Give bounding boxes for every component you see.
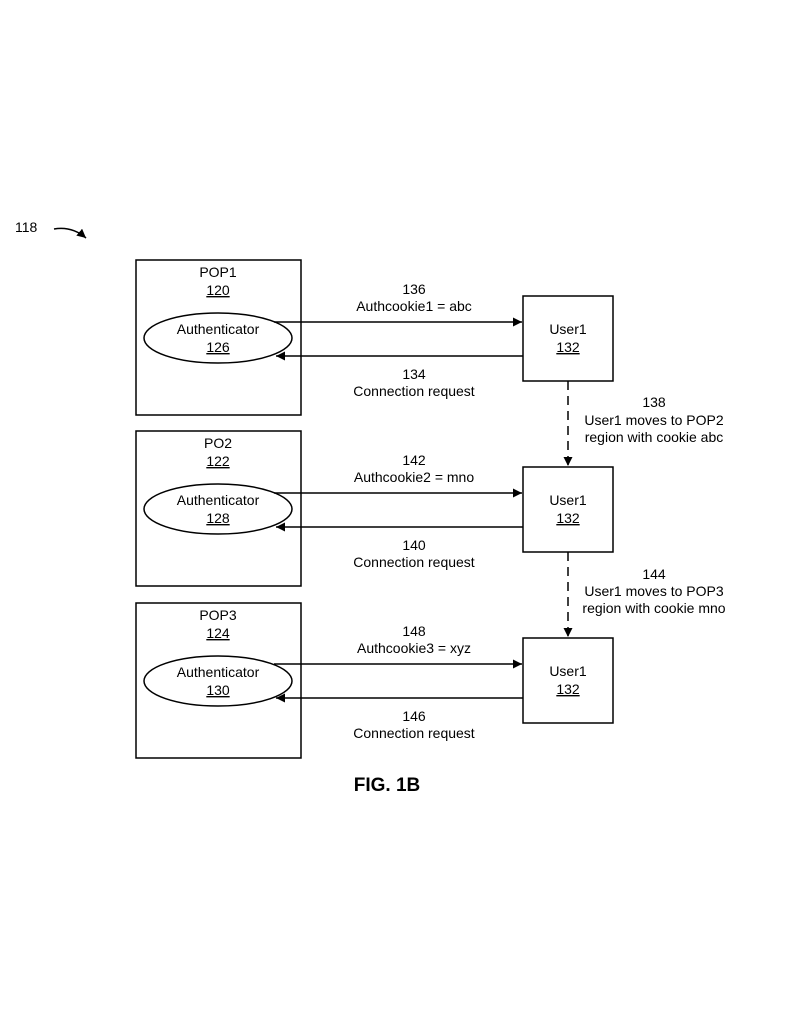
authenticator-128-label: Authenticator [177,492,260,508]
cookie-arrow-ref-142: 142 [402,452,426,468]
pop3-block: POP3 124 Authenticator 130 [135,602,302,759]
authenticator-128-ellipse [143,483,293,535]
authenticator-130-ellipse [143,655,293,707]
user1-box-3 [522,637,614,724]
move-line2-138: region with cookie abc [585,429,724,445]
figure-ref-arrow [53,227,87,239]
move-ref-144: 144 [642,566,666,582]
user-block-3: User1 132 [522,637,614,724]
cookie-arrow-ref-136: 136 [402,281,426,297]
authenticator-126-ref: 126 [206,339,230,355]
authenticator-130-ref: 130 [206,682,230,698]
pop2-title: PO2 [204,435,232,451]
authenticator-126-label: Authenticator [177,321,260,337]
user-block-1: User1 132 [522,295,614,382]
pop1-ref: 120 [206,282,230,298]
user-block-2: User1 132 [522,466,614,553]
user1-label-2: User1 [549,492,587,508]
user1-ref-3: 132 [556,681,580,697]
request-arrow-ref-134: 134 [402,366,426,382]
user1-ref-2: 132 [556,510,580,526]
cookie-arrow-ref-148: 148 [402,623,426,639]
request-arrow-text-134: Connection request [353,383,475,399]
pop1-title: POP1 [199,264,237,280]
authenticator-128-ref: 128 [206,510,230,526]
user1-ref-1: 132 [556,339,580,355]
request-arrow-ref-140: 140 [402,537,426,553]
pop2-block: PO2 122 Authenticator 128 [135,430,302,587]
figure-caption: FIG. 1B [354,775,421,796]
authenticator-130-label: Authenticator [177,664,260,680]
request-arrow-ref-146: 146 [402,708,426,724]
move-line1-144: User1 moves to POP3 [584,583,723,599]
pop3-ref: 124 [206,625,230,641]
cookie-arrow-text-142: Authcookie2 = mno [354,469,474,485]
pop1-block: POP1 120 Authenticator 126 [135,259,302,416]
cookie-arrow-text-148: Authcookie3 = xyz [357,640,471,656]
pop2-ref: 122 [206,453,230,469]
move-line1-138: User1 moves to POP2 [584,412,723,428]
user1-label-3: User1 [549,663,587,679]
user1-label-1: User1 [549,321,587,337]
move-line2-144: region with cookie mno [582,600,725,616]
pop3-title: POP3 [199,607,237,623]
move-ref-138: 138 [642,394,666,410]
cookie-arrow-text-136: Authcookie1 = abc [356,298,472,314]
figure-ref-label: 118 [15,219,38,235]
authenticator-126-ellipse [143,312,293,364]
request-arrow-text-146: Connection request [353,725,475,741]
request-arrow-text-140: Connection request [353,554,475,570]
